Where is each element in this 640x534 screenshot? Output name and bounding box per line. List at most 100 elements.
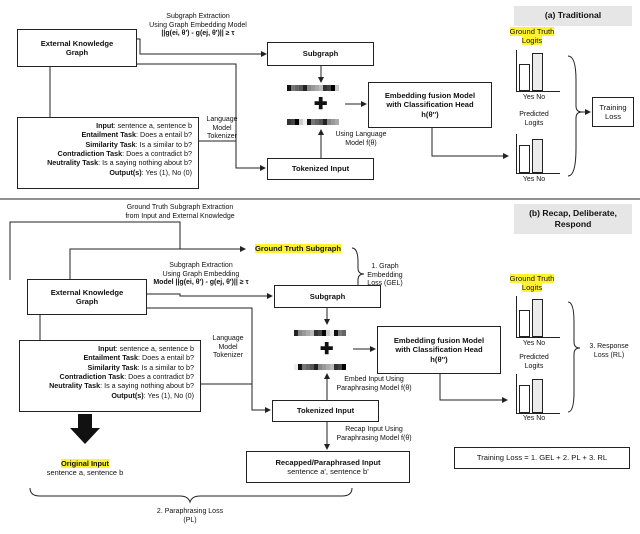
a-pred-l2: Logits [524,119,544,127]
embedding-cell [327,119,331,125]
a-gt-logits-l2: Logits [521,36,543,46]
a-lmt-l3: Tokenizer [207,133,237,141]
a-language-model-tokenizer-label: Language Model Tokenizer [198,116,246,142]
a-gt-bar-yes [519,64,530,91]
panel-b-title-l2: Respond [554,219,592,229]
b-gt-logits-chart [510,296,560,338]
a-similarity-label: Similarity Task [85,139,136,149]
b-recapped-l1: Recapped/Paraphrased Input [275,457,381,467]
b-gt-extraction-l1: Ground Truth Subgraph Extraction [126,204,234,211]
b-rl-l2: Loss (RL) [593,351,625,359]
embedding-cell [323,119,327,125]
embedding-cell [322,364,326,370]
embedding-cell [302,364,306,370]
b-task-to-tokenized-arrow [200,383,271,413]
a-pred-yes: Yes [522,176,535,183]
embedding-cell [315,119,319,125]
b-big-down-arrow [70,414,100,444]
embedding-cell [291,119,295,125]
b-pred-l1: Predicted [519,354,549,361]
embedding-cell [330,364,334,370]
a-plus-icon: ✚ [314,96,328,113]
embedding-cell [294,330,298,336]
b-original-l2: sentence a, sentence b [46,468,124,478]
b-similarity-label: Similarity Task [87,362,138,372]
embedding-cell [295,85,299,91]
b-tokenized-input-box: Tokenized Input [272,400,379,422]
b-lmt-l1: Language [212,335,244,342]
b-recap-l1: Recap Input Using [345,426,403,433]
a-input-label: Input [96,121,114,130]
embedding-cell [287,119,291,125]
b-tokenized-input-text: Tokenized Input [296,406,355,416]
b-pl-l1: 2. Paraphrasing Loss [156,508,224,515]
embedding-cell [326,330,330,336]
b-gt-subgraph-text: Ground Truth Subgraph [254,244,342,253]
b-pred-no: No [536,415,546,422]
a-contradiction-label: Contradiction Task [57,149,123,159]
embedding-cell [311,119,315,125]
a-predicted-logits-chart [510,134,560,174]
b-entailment-label: Entailment Task [83,353,139,363]
a-loss-brace [567,55,583,177]
b-gel-l2: Embedding [367,271,403,279]
b-external-kg-box: External Knowledge Graph [27,279,147,315]
b-neutrality-label: Neutrality Task [49,381,101,391]
b-pred-baseline [516,413,560,414]
panel-b-title-l1: (b) Recap, Deliberate, [529,207,617,218]
b-pred-xlabels: Yes No [513,415,555,424]
b-gt-baseline [516,337,560,338]
a-external-kg-l2: Graph [65,48,89,57]
embedding-cell [319,85,323,91]
a-external-kg-l1: External Knowledge [40,38,114,48]
b-subgraph-embedding [294,330,346,336]
embedding-cell [326,364,330,370]
panel-a-title: (a) Traditional [514,6,632,26]
a-subgraph-text: Subgraph [302,49,339,59]
b-lmt-l2: Model [218,343,238,351]
b-gt-bar-yes [519,310,530,337]
embedding-cell [334,364,338,370]
b-kg-to-gt-line [69,248,245,279]
a-output-label: Output(s) [109,167,142,177]
embedding-cell [331,119,335,125]
embedding-cell [311,85,315,91]
embedding-cell [310,330,314,336]
a-contradiction-text: : Does a contradict b? [122,149,192,159]
b-gt-yes: Yes [522,340,535,347]
b-training-loss-box: Training Loss = 1. GEL + 2. PL + 3. RL [454,447,630,469]
a-output-text: : Yes (1), No (0) [141,167,192,177]
a-pred-bar-no [532,139,543,173]
a-pred-no: No [536,176,546,183]
b-subgraph-box: Subgraph [274,285,381,308]
a-pred-xlabels: Yes No [513,176,555,185]
embedding-cell [342,330,346,336]
embedding-cell [323,85,327,91]
b-external-kg-l2: Graph [75,297,99,306]
a-input-text: : sentence a, sentence b [113,121,192,130]
a-fusion-to-predicted-arrow [431,128,509,159]
a-gt-axis [516,50,517,92]
a-lmt-l2: Model [212,124,232,132]
b-gel-l1: 1. Graph [371,263,399,270]
embedding-cell [287,85,291,91]
b-se-l2: Using Graph Embedding [162,270,240,278]
embedding-cell [306,364,310,370]
b-embed-l1: Embed Input Using [344,376,404,383]
embedding-cell [338,364,342,370]
embedding-cell [298,364,302,370]
b-contradiction-label: Contradiction Task [59,372,125,382]
b-gel-l3: Loss (GEL) [367,280,403,288]
embedding-cell [318,330,322,336]
embedding-cell [314,330,318,336]
b-pred-yes: Yes [522,415,535,422]
a-entailment-label: Entailment Task [81,130,137,140]
b-gel-label: 1. Graph Embedding Loss (GEL) [362,263,408,289]
a-subgraph-extraction-l1: Subgraph Extraction [166,13,230,20]
a-ulm-l1: Using Language [335,131,387,138]
b-external-kg-l1: External Knowledge [50,287,124,297]
a-training-loss-box: Training Loss [592,97,634,127]
b-original-input-label: Original Input sentence a, sentence b [45,459,125,477]
b-output-text: : Yes (1), No (0) [143,390,194,400]
